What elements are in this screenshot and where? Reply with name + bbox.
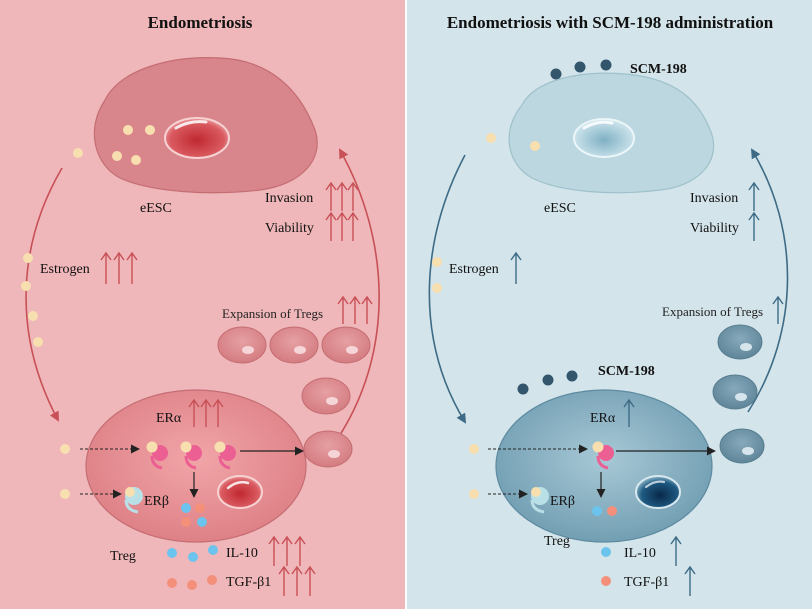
right-treg-nucleus — [635, 475, 681, 509]
right-estrogen-flow-1 — [432, 257, 442, 267]
right-tgf-up-arrow — [684, 565, 696, 596]
left-estrogen-outside-1 — [60, 444, 70, 454]
left-treg-cell — [85, 389, 307, 543]
right-estrogen-flow-2 — [432, 283, 442, 293]
estrogen-molecules-flow — [21, 253, 43, 347]
left-er-beta-complex — [124, 487, 143, 514]
right-invasion-up-arrow — [748, 181, 760, 211]
left-er-beta-label: ERβ — [144, 494, 169, 509]
scm198-molecules-top — [550, 59, 612, 80]
right-eesc-label: eESC — [544, 201, 576, 216]
left-tgf-label: TGF-β1 — [226, 575, 271, 590]
right-il10-molecule — [601, 547, 611, 557]
right-er-alpha-label: ERα — [590, 411, 616, 426]
left-er-alpha-complexes — [146, 441, 236, 470]
left-il10-molecules — [167, 545, 218, 562]
left-cytokines-in-cell — [181, 503, 207, 527]
right-er-alpha-complex — [592, 441, 614, 470]
right-treg-label: Treg — [544, 534, 570, 549]
left-expansion-label: Expansion of Tregs — [222, 306, 323, 321]
right-expansion-up-arrow — [772, 295, 784, 324]
left-viability-up-arrows — [325, 211, 359, 241]
right-estrogen-flow-arrow — [428, 154, 467, 424]
left-expanded-tregs — [217, 326, 371, 468]
left-treg-label: Treg — [110, 549, 136, 564]
right-eesc-nucleus — [573, 118, 635, 158]
right-estrogen-outside-2 — [469, 489, 479, 499]
right-estrogen-in-cell — [530, 141, 540, 151]
right-il10-up-arrow — [670, 535, 682, 566]
right-er-beta-label: ERβ — [550, 494, 575, 509]
left-eesc-label: eESC — [140, 201, 172, 216]
right-expanded-tregs — [712, 324, 765, 464]
left-invasion-label: Invasion — [265, 191, 313, 206]
right-invasion-label: Invasion — [690, 191, 738, 206]
right-er-beta-complex — [530, 487, 549, 514]
left-estrogen-label: Estrogen — [40, 262, 90, 277]
left-invasion-up-arrows — [325, 181, 359, 211]
left-er-alpha-up-arrows — [188, 398, 224, 427]
left-panel: Endometriosis eESC Estrogen In — [0, 0, 405, 609]
right-il10-label: IL-10 — [624, 546, 656, 561]
left-viability-label: Viability — [265, 221, 314, 236]
right-scm198-top-label: SCM-198 — [630, 62, 687, 77]
right-estrogen-top — [486, 133, 496, 143]
right-estrogen-label: Estrogen — [449, 262, 499, 277]
right-expansion-label: Expansion of Tregs — [662, 304, 763, 319]
eesc-nucleus — [164, 117, 230, 159]
left-estrogen-outside-2 — [60, 489, 70, 499]
left-estrogen-up-arrows — [100, 251, 138, 284]
right-viability-label: Viability — [690, 221, 739, 236]
right-cytokines-in-cell — [592, 506, 617, 516]
left-tgf-molecules — [167, 575, 217, 590]
right-estrogen-outside-1 — [469, 444, 479, 454]
left-il10-label: IL-10 — [226, 546, 258, 561]
left-title: Endometriosis — [148, 13, 253, 32]
left-tgf-up-arrows — [278, 565, 316, 596]
left-treg-nucleus — [217, 475, 263, 509]
panel-divider — [405, 0, 407, 609]
right-title: Endometriosis with SCM-198 administratio… — [447, 13, 774, 32]
right-feedback-arrow — [747, 148, 789, 413]
scm198-molecules-mid — [517, 370, 578, 395]
right-tgf-label: TGF-β1 — [624, 575, 669, 590]
right-estrogen-up-arrow — [510, 251, 522, 284]
right-viability-up-arrow — [748, 211, 760, 241]
estrogen-molecules-in-cell — [73, 125, 155, 165]
right-scm198-mid-label: SCM-198 — [598, 364, 655, 379]
right-panel: Endometriosis with SCM-198 administratio… — [407, 0, 812, 609]
right-tgf-molecule — [601, 576, 611, 586]
left-il10-up-arrows — [268, 535, 306, 566]
right-er-alpha-up-arrow — [623, 398, 635, 427]
left-expansion-up-arrows — [337, 295, 373, 324]
left-er-alpha-label: ERα — [156, 411, 182, 426]
left-feedback-arrow — [337, 148, 380, 439]
